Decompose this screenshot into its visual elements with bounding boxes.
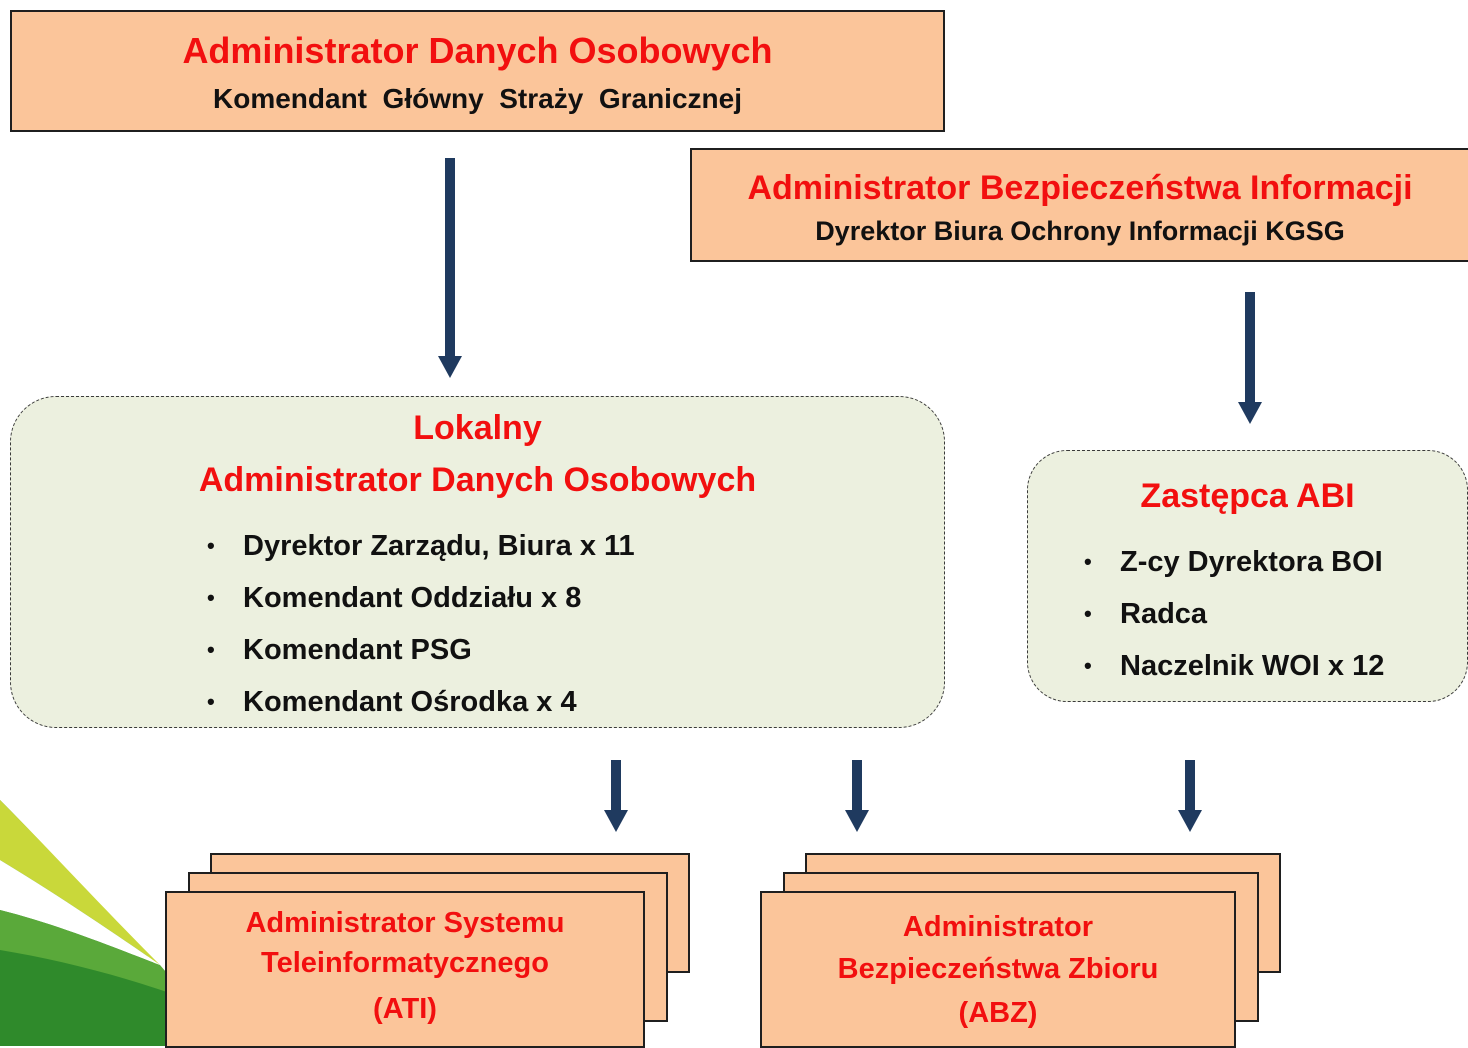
- list-item: • Komendant Oddziału x 8: [207, 577, 635, 629]
- abz-line1: Administrator: [902, 911, 1094, 943]
- zastepca-item-text: Z-cy Dyrektora BOI: [1120, 546, 1383, 578]
- ati-box: Administrator Systemu Teleinformatyczneg…: [165, 891, 645, 1048]
- lado-box: Lokalny Administrator Danych Osobowych •…: [10, 396, 945, 728]
- abi-title: Administrator Bezpieczeństwa Informacji: [747, 169, 1413, 207]
- list-item: • Dyrektor Zarządu, Biura x 11: [207, 525, 635, 577]
- zastepca-item-text: Radca: [1120, 598, 1208, 630]
- arrow-adod-to-lado: [445, 158, 455, 358]
- zastepca-box: Zastępca ABI • Z-cy Dyrektora BOI • Radca …: [1027, 450, 1468, 702]
- decorative-swoosh: [0, 800, 190, 1046]
- list-item: • Z-cy Dyrektora BOI: [1084, 541, 1384, 593]
- bullet-icon: •: [1084, 653, 1092, 678]
- lado-list: • Dyrektor Zarządu, Biura x 11 • Komendant…: [207, 525, 635, 733]
- ati-line2: Teleinformatycznego: [261, 947, 549, 979]
- lado-title-line2: Administrator Danych Osobowych: [198, 461, 757, 499]
- arrow-zastepca-to-abz: [1185, 760, 1195, 812]
- bullet-icon: •: [207, 533, 215, 558]
- abz-line3: (ABZ): [958, 997, 1038, 1029]
- lado-item-text: Komendant PSG: [243, 634, 472, 666]
- lado-item-text: Komendant Ośrodka x 4: [243, 686, 577, 718]
- lado-title-line1: Lokalny: [413, 409, 542, 447]
- abz-line2: Bezpieczeństwa Zbioru: [837, 953, 1159, 985]
- ati-line1: Administrator Systemu: [245, 907, 565, 939]
- zastepca-item-text: Naczelnik WOI x 12: [1120, 650, 1385, 682]
- list-item: • Komendant Ośrodka x 4: [207, 681, 635, 733]
- lado-item-text: Komendant Oddziału x 8: [243, 582, 582, 614]
- list-item: • Komendant PSG: [207, 629, 635, 681]
- lado-item-text: Dyrektor Zarządu, Biura x 11: [243, 530, 635, 562]
- abi-box: Administrator Bezpieczeństwa Informacji …: [690, 148, 1468, 262]
- list-item: • Naczelnik WOI x 12: [1084, 645, 1384, 697]
- zastepca-list: • Z-cy Dyrektora BOI • Radca • Naczelnik WO…: [1084, 541, 1384, 697]
- arrow-abi-to-zastepca: [1245, 292, 1255, 404]
- adod-subtitle: Komendant Główny Straży Granicznej: [213, 83, 742, 114]
- bullet-icon: •: [1084, 601, 1092, 626]
- abz-box: Administrator Bezpieczeństwa Zbioru (ABZ…: [760, 891, 1236, 1048]
- bullet-icon: •: [207, 689, 215, 714]
- bullet-icon: •: [1084, 549, 1092, 574]
- bullet-icon: •: [207, 585, 215, 610]
- zastepca-title: Zastępca ABI: [1140, 477, 1355, 515]
- arrow-lado-to-ati: [611, 760, 621, 812]
- list-item: • Radca: [1084, 593, 1384, 645]
- arrow-lado-to-abz: [852, 760, 862, 812]
- abi-subtitle: Dyrektor Biura Ochrony Informacji KGSG: [815, 216, 1345, 246]
- bullet-icon: •: [207, 637, 215, 662]
- adod-title: Administrator Danych Osobowych: [182, 30, 773, 71]
- adod-box: Administrator Danych Osobowych Komendant…: [10, 10, 945, 132]
- ati-line3: (ATI): [373, 993, 437, 1025]
